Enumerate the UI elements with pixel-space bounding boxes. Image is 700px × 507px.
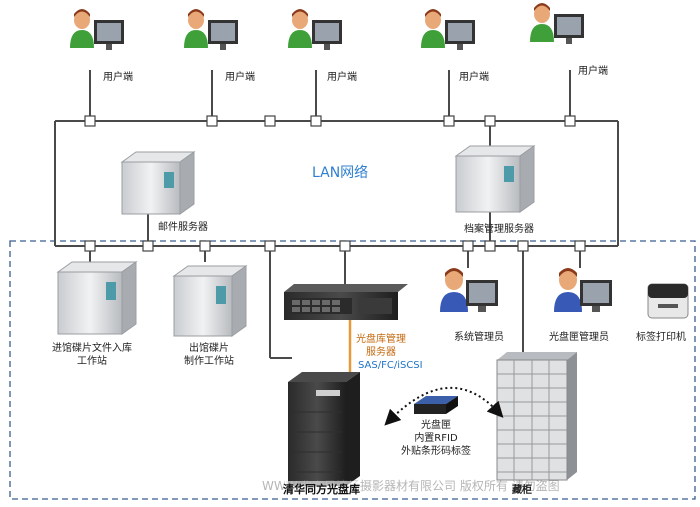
disc-box-admin-label: 光盘匣管理员: [549, 332, 609, 343]
cabinet-icon: [496, 352, 577, 481]
disc-library-label: 清华同方光盘库: [283, 481, 360, 497]
mail-server-icon: [120, 151, 196, 215]
user-label: 用户端: [327, 72, 357, 83]
system-admin-label: 系统管理员: [454, 332, 504, 343]
system-admin-icon: [440, 268, 498, 312]
user-label: 用户端: [578, 66, 608, 77]
import-workstation-icon: [56, 261, 138, 335]
user-label: 用户端: [103, 72, 133, 83]
disc-box-admin-icon: [554, 268, 612, 312]
mail-server-label: 邮件服务器: [158, 222, 208, 233]
user-icon: [421, 9, 475, 50]
disc-box-icon: [414, 396, 458, 414]
user-icons: [70, 3, 584, 50]
user-label: 用户端: [225, 72, 255, 83]
user-label: 用户端: [459, 72, 489, 83]
archive-server-icon: [454, 145, 536, 213]
library-server-label: 光盘库管理服务器: [356, 334, 406, 358]
export-workstation-label: 出馆碟片制作工作站: [184, 343, 234, 367]
storage-zone-boundary: [9, 240, 696, 500]
cabinet-label: 藏柜: [512, 485, 532, 496]
disc-library-icon: [288, 372, 360, 486]
export-workstation-icon: [172, 265, 248, 337]
lan-label: LAN网络: [312, 165, 369, 181]
archive-server-label: 档案管理服务器: [464, 224, 534, 235]
user-icon: [70, 9, 124, 50]
library-server-icon: [284, 284, 408, 320]
label-printer-icon: [647, 283, 689, 319]
user-icon: [184, 9, 238, 50]
connectors: [84, 115, 586, 252]
import-workstation-label: 进馆碟片文件入库工作站: [52, 343, 132, 367]
label-printer-label: 标签打印机: [636, 332, 686, 343]
protocol-label: SAS/FC/iSCSI: [358, 360, 423, 371]
transfer-arrow: [384, 387, 504, 426]
user-icon: [530, 3, 584, 44]
user-icon: [288, 9, 342, 50]
